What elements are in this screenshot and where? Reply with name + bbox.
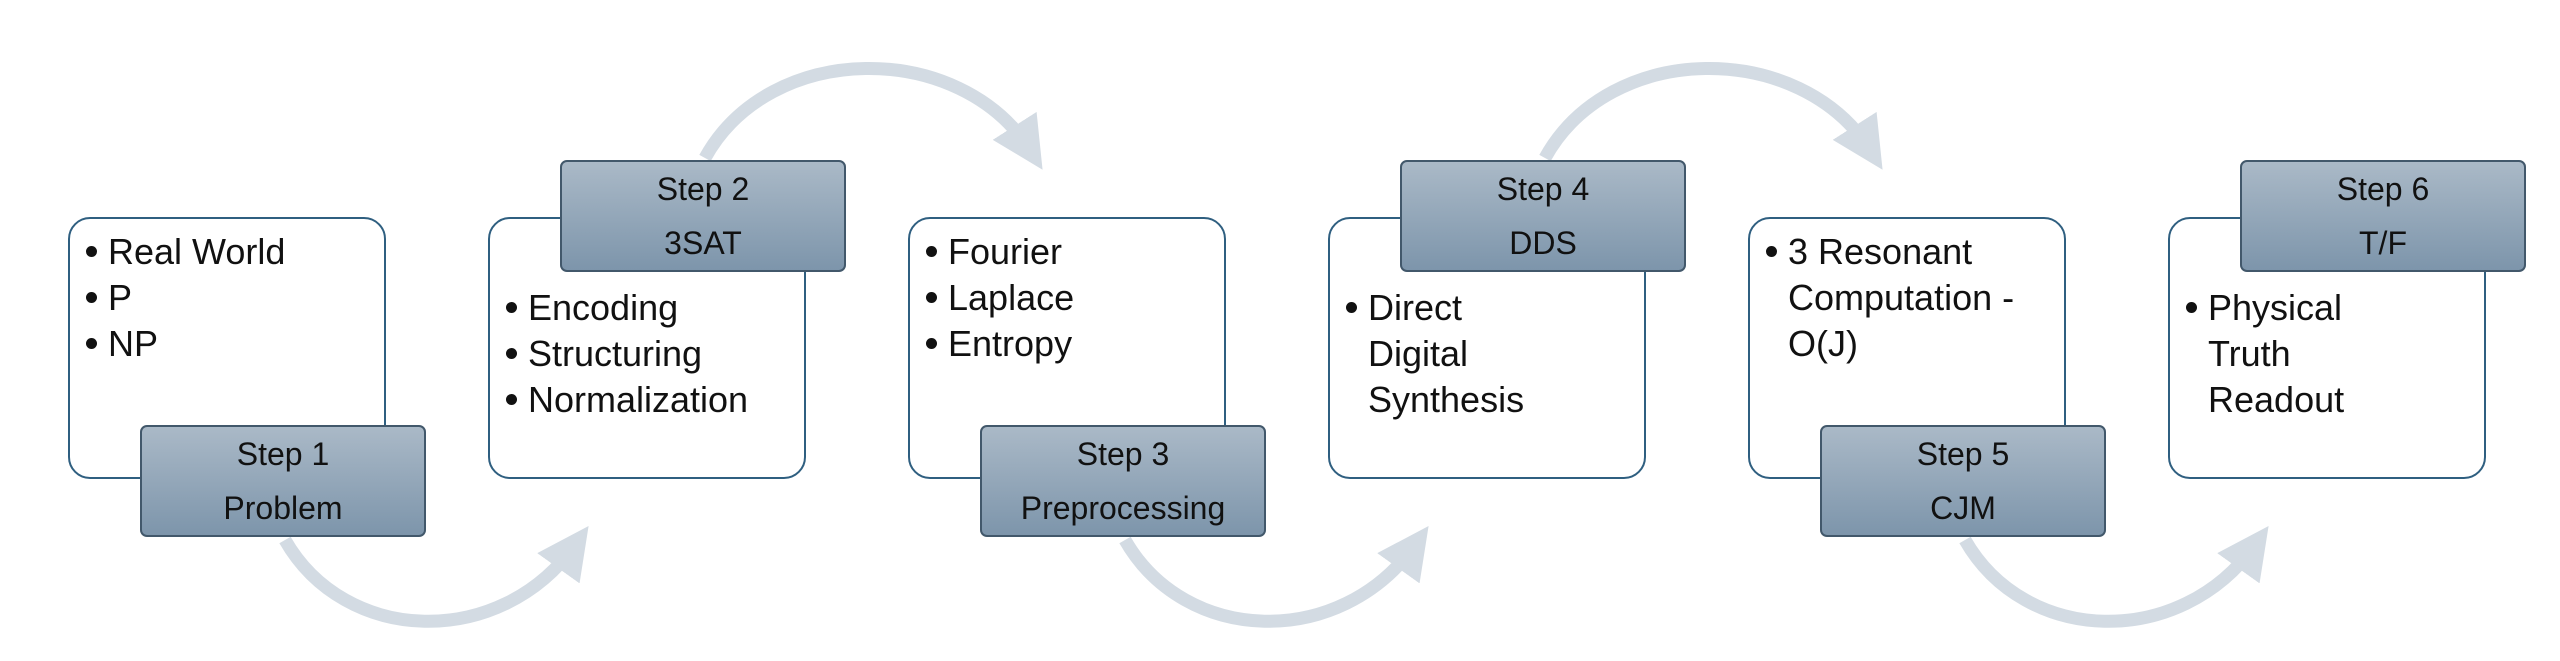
step-6-bullets: Physical Truth Readout bbox=[2182, 285, 2352, 423]
step-2-bullets: Encoding Structuring Normalization bbox=[502, 285, 796, 423]
step-name: Preprocessing bbox=[1020, 490, 1226, 526]
step-name: DDS bbox=[1509, 225, 1577, 261]
step-1-label: Step 1 Problem bbox=[140, 425, 426, 537]
step-name: Problem bbox=[223, 490, 343, 526]
step-number: Step 5 bbox=[1916, 436, 2010, 472]
step-name: CJM bbox=[1930, 490, 1996, 526]
arrow-step1-to-step2 bbox=[279, 525, 589, 628]
bullet-item: Laplace bbox=[922, 275, 1216, 321]
step-number: Step 1 bbox=[236, 436, 330, 472]
arrow-step2-to-step3 bbox=[699, 62, 1043, 170]
step-4-label: Step 4 DDS bbox=[1400, 160, 1686, 272]
bullet-item: Physical Truth Readout bbox=[2182, 285, 2352, 423]
step-name: 3SAT bbox=[664, 225, 742, 261]
bullet-item: NP bbox=[82, 321, 376, 367]
bullet-item: Normalization bbox=[502, 377, 796, 423]
step-5-bullets: 3 Resonant Computation - O(J) bbox=[1762, 229, 2052, 367]
bullet-item: Direct Digital Synthesis bbox=[1342, 285, 1552, 423]
step-2-label: Step 2 3SAT bbox=[560, 160, 846, 272]
step-number: Step 4 bbox=[1496, 171, 1590, 207]
arrow-step3-to-step4 bbox=[1119, 525, 1429, 628]
step-4-bullets: Direct Digital Synthesis bbox=[1342, 285, 1552, 423]
bullet-item: Structuring bbox=[502, 331, 796, 377]
bullet-item: P bbox=[82, 275, 376, 321]
step-3-label: Step 3 Preprocessing bbox=[980, 425, 1266, 537]
bullet-item: 3 Resonant Computation - O(J) bbox=[1762, 229, 2052, 367]
bullet-item: Encoding bbox=[502, 285, 796, 331]
step-number: Step 6 bbox=[2336, 171, 2430, 207]
arrow-step5-to-step6 bbox=[1959, 525, 2269, 628]
bullet-item: Entropy bbox=[922, 321, 1216, 367]
arrow-step4-to-step5 bbox=[1539, 62, 1883, 170]
step-3-bullets: Fourier Laplace Entropy bbox=[922, 229, 1216, 367]
step-number: Step 3 bbox=[1076, 436, 1170, 472]
step-1-bullets: Real World P NP bbox=[82, 229, 376, 367]
step-5-label: Step 5 CJM bbox=[1820, 425, 2106, 537]
bullet-item: Fourier bbox=[922, 229, 1216, 275]
step-name: T/F bbox=[2359, 225, 2407, 261]
bullet-item: Real World bbox=[82, 229, 376, 275]
step-6-label: Step 6 T/F bbox=[2240, 160, 2526, 272]
step-number: Step 2 bbox=[656, 171, 750, 207]
